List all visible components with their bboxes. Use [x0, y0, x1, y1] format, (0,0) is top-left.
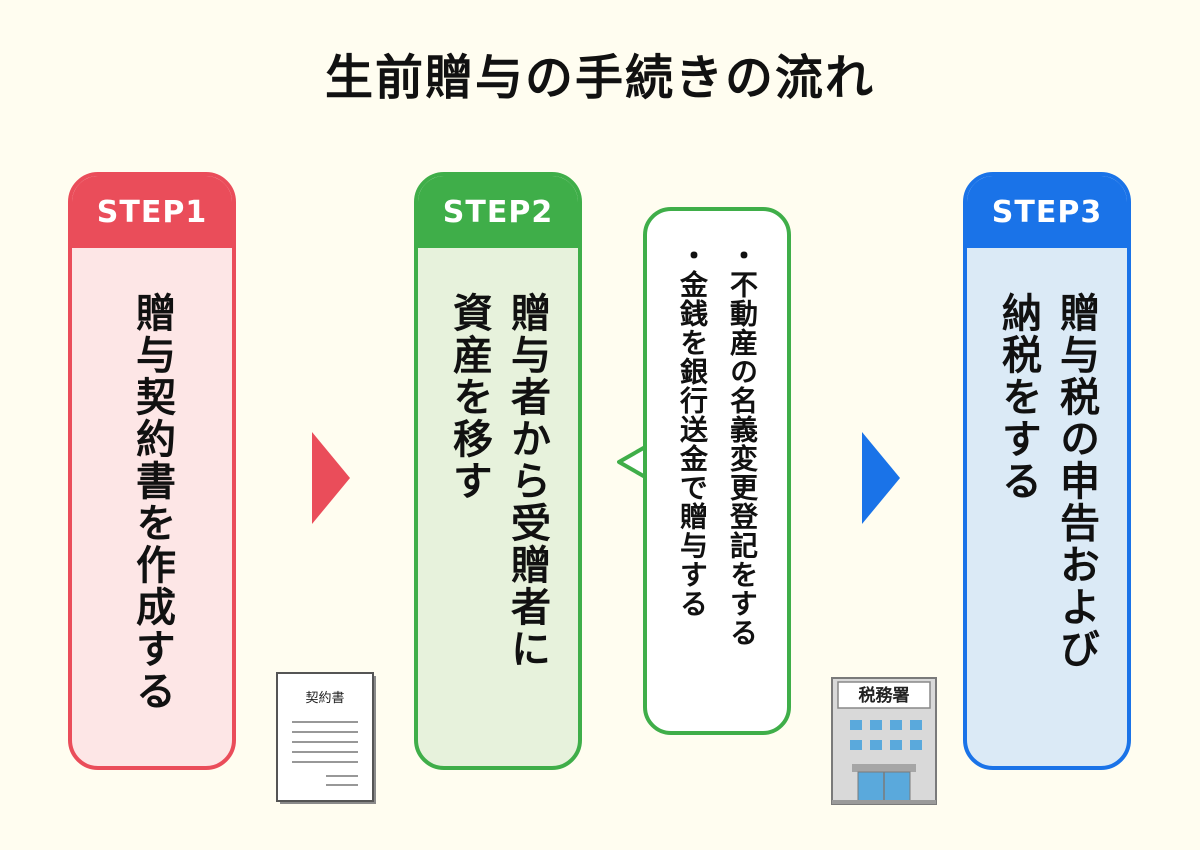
note-item: ・不動産の名義変更登記をする: [726, 241, 759, 647]
step-2-line-2: 資産を移す: [446, 292, 492, 502]
speech-bubble: ・不動産の名義変更登記をする ・金銭を銀行送金で贈与する: [643, 207, 791, 735]
step-3-line-1: 贈与税の申告および: [1053, 292, 1099, 670]
note-list: ・不動産の名義変更登記をする ・金銭を銀行送金で贈与する: [667, 241, 767, 647]
step-3-card: STEP3 贈与税の申告および 納税をする: [963, 172, 1131, 770]
step-2-card: STEP2 贈与者から受贈者に 資産を移す: [414, 172, 582, 770]
step-3-text: 贈与税の申告および 納税をする: [989, 292, 1105, 670]
step-2-label: STEP2: [418, 176, 578, 248]
blue-right-arrow-icon: [862, 432, 900, 524]
step-1-card: STEP1 贈与契約書を作成する: [68, 172, 236, 770]
step-1-line-1: 贈与契約書を作成する: [129, 292, 175, 712]
step-3-label: STEP3: [967, 176, 1127, 248]
tax-office-label: 税務署: [859, 685, 910, 706]
step-1-label: STEP1: [72, 176, 232, 248]
tax-office-building-icon: 税務署: [831, 677, 937, 805]
contract-document-label: 契約書: [305, 691, 344, 706]
contract-document-icon: 契約書: [276, 672, 376, 804]
red-right-arrow-icon: [312, 432, 350, 524]
step-2-line-1: 贈与者から受贈者に: [504, 292, 550, 670]
note-item: ・金銭を銀行送金で贈与する: [676, 241, 709, 618]
step-1-text: 贈与契約書を作成する: [123, 292, 181, 712]
page-title: 生前贈与の手続きの流れ: [324, 50, 875, 106]
step-3-line-2: 納税をする: [995, 292, 1041, 502]
step-2-text: 贈与者から受贈者に 資産を移す: [440, 292, 556, 670]
